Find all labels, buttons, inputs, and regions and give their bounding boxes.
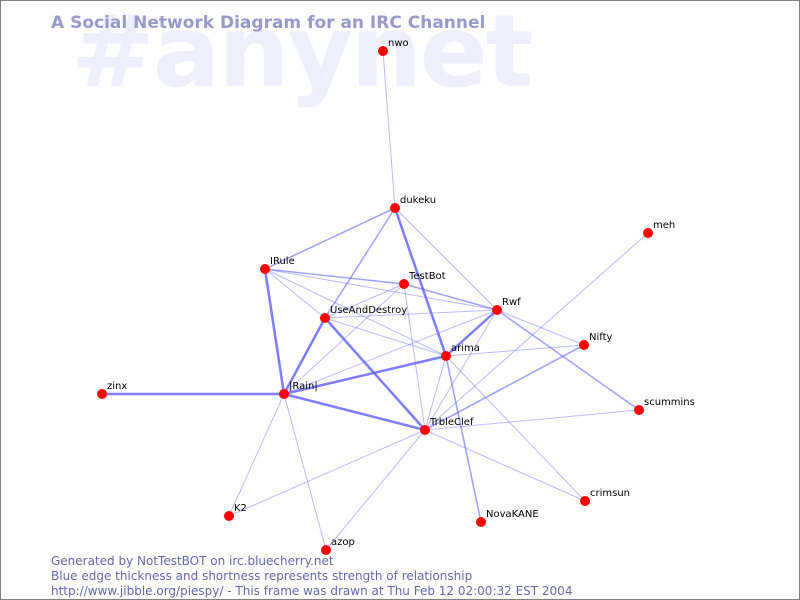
edge-dukeku-Rwf xyxy=(394,207,498,311)
edge-IRule-Rwf xyxy=(264,268,498,311)
node-UseAndDestroy xyxy=(320,313,330,323)
footer-url-timestamp: http://www.jibble.org/piespy/ - This fra… xyxy=(51,584,573,598)
node-|Rain| xyxy=(279,389,289,399)
node-zinx xyxy=(97,389,107,399)
node-label: Rwf xyxy=(502,297,521,308)
edge-dukeku-IRule xyxy=(264,207,396,270)
edge-dukeku-UseAndDestroy xyxy=(324,207,396,319)
node-TrbleClef xyxy=(420,425,430,435)
node-label: dukeku xyxy=(400,195,436,206)
node-dukeku xyxy=(390,203,400,213)
node-arima xyxy=(441,351,451,361)
node-meh xyxy=(643,228,653,238)
footer-generated: Generated by NotTestBOT on irc.bluecherr… xyxy=(51,554,334,568)
node-label: NovaKANE xyxy=(486,509,539,520)
node-label: Nifty xyxy=(589,332,613,343)
node-NovaKANE xyxy=(476,517,486,527)
edge-UseAndDestroy-Rwf xyxy=(324,309,498,319)
edge-IRule-UseAndDestroy xyxy=(264,268,326,319)
node-TestBot xyxy=(399,279,409,289)
node-Nifty xyxy=(579,340,589,350)
node-label: UseAndDestroy xyxy=(330,305,407,316)
edge-nwo-dukeku xyxy=(382,50,396,209)
edge-|Rain|-azop xyxy=(283,393,327,551)
edge-TrbleClef-azop xyxy=(325,429,426,551)
node-label: nwo xyxy=(388,38,409,49)
edge-TestBot-Rwf xyxy=(403,283,498,311)
edge-Rwf-Nifty xyxy=(496,309,585,346)
edge-TrbleClef-K2 xyxy=(228,429,426,517)
edge-UseAndDestroy-arima xyxy=(324,317,447,357)
edge-TrbleClef-crimsun xyxy=(424,429,586,502)
node-label: |Rain| xyxy=(289,381,318,392)
edge-IRule-TestBot xyxy=(264,268,405,285)
edge-TrbleClef-|Rain| xyxy=(283,392,426,432)
node-azop xyxy=(321,545,331,555)
edge-IRule-|Rain| xyxy=(263,268,286,395)
edge-Rwf-|Rain| xyxy=(283,309,498,395)
channel-watermark: #anynet xyxy=(71,0,533,110)
edge-arima-TrbleClef xyxy=(424,355,447,431)
edge-TrbleClef-scummins xyxy=(424,409,640,431)
edge-arima-Nifty xyxy=(445,344,585,357)
edge-Rwf-arima xyxy=(445,309,498,357)
edge-arima-NovaKANE xyxy=(445,355,482,523)
node-K2 xyxy=(224,511,234,521)
node-IRule xyxy=(260,264,270,274)
edge-Rwf-TrbleClef xyxy=(424,309,498,431)
edge-TestBot-TrbleClef xyxy=(403,283,426,431)
node-nwo xyxy=(378,46,388,56)
edge-UseAndDestroy-|Rain| xyxy=(282,317,327,395)
node-label: crimsun xyxy=(590,488,630,499)
node-label: arima xyxy=(451,343,480,354)
node-Rwf xyxy=(492,305,502,315)
edge-Rwf-scummins xyxy=(496,309,640,411)
node-label: scummins xyxy=(644,397,695,408)
edge-arima-|Rain| xyxy=(283,354,447,396)
footer: Generated by NotTestBOT on irc.bluecherr… xyxy=(51,554,572,599)
edge-UseAndDestroy-TrbleClef xyxy=(324,317,426,431)
footer-legend: Blue edge thickness and shortness repres… xyxy=(51,569,473,583)
node-label: TestBot xyxy=(408,271,446,282)
edge-dukeku-arima xyxy=(393,207,448,357)
node-label: zinx xyxy=(107,381,127,392)
node-label: TrbleClef xyxy=(429,417,474,428)
node-label: K2 xyxy=(234,503,247,514)
diagram-title: A Social Network Diagram for an IRC Chan… xyxy=(51,13,486,33)
edge-TrbleClef-Nifty xyxy=(424,344,585,431)
node-crimsun xyxy=(580,496,590,506)
edge-meh-TrbleClef xyxy=(424,232,649,431)
edge-IRule-arima xyxy=(264,268,447,357)
edge-TestBot-UseAndDestroy xyxy=(324,283,405,319)
node-scummins xyxy=(634,405,644,415)
edge-arima-crimsun xyxy=(445,355,586,502)
node-label: meh xyxy=(653,220,675,231)
node-label: IRule xyxy=(270,256,295,267)
node-label: azop xyxy=(331,537,355,548)
edge-|Rain|-K2 xyxy=(228,393,285,517)
